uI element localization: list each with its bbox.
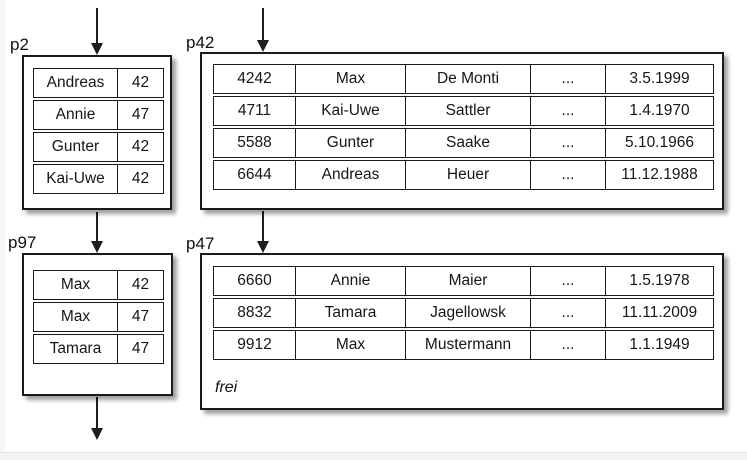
page-box-p47: 6660 Annie Maier ... 1.5.1978 8832 Tamar…	[200, 253, 724, 410]
record-first-cell: Max	[296, 64, 406, 94]
table-row: Max 47	[33, 302, 164, 332]
index-ref-cell: 47	[118, 100, 164, 130]
table-row: 4242 Max De Monti ... 3.5.1999	[213, 64, 714, 94]
page-box-p42: 4242 Max De Monti ... 3.5.1999 4711 Kai-…	[200, 52, 724, 210]
page-label-p42: p42	[186, 33, 215, 52]
record-last-cell: Maier	[406, 266, 531, 296]
table-row: 6660 Annie Maier ... 1.5.1978	[213, 266, 714, 296]
slide-left-edge	[0, 0, 5, 460]
record-table-p42: 4242 Max De Monti ... 3.5.1999 4711 Kai-…	[213, 64, 714, 190]
record-last-cell: Saake	[406, 128, 531, 158]
record-date-cell: 11.12.1988	[606, 160, 714, 190]
table-row: Max 42	[33, 270, 164, 300]
index-key-cell: Gunter	[33, 132, 118, 162]
index-table-p2: Andreas 42 Annie 47 Gunter 42 Kai-Uwe 42	[33, 68, 164, 194]
table-row: Tamara 47	[33, 334, 164, 364]
arrow-shaft	[96, 212, 98, 241]
table-row: Andreas 42	[33, 68, 164, 98]
arrow-head-icon	[257, 40, 269, 52]
arrow-head-icon	[91, 241, 103, 253]
record-first-cell: Max	[296, 330, 406, 360]
arrow-shaft	[96, 397, 98, 428]
index-key-cell: Andreas	[33, 68, 118, 98]
page-label-p47: p47	[186, 234, 215, 253]
record-id-cell: 6660	[213, 266, 296, 296]
arrow-head-icon	[91, 428, 103, 440]
record-ellipsis-cell: ...	[531, 96, 606, 126]
record-last-cell: Jagellowsk	[406, 298, 531, 328]
record-first-cell: Andreas	[296, 160, 406, 190]
record-date-cell: 1.5.1978	[606, 266, 714, 296]
record-ellipsis-cell: ...	[531, 128, 606, 158]
page-box-p2: Andreas 42 Annie 47 Gunter 42 Kai-Uwe 42	[22, 55, 172, 210]
index-ref-cell: 42	[118, 270, 164, 300]
record-id-cell: 5588	[213, 128, 296, 158]
index-ref-cell: 42	[118, 132, 164, 162]
arrow-head-icon	[257, 241, 269, 253]
record-id-cell: 9912	[213, 330, 296, 360]
record-first-cell: Tamara	[296, 298, 406, 328]
free-space-label: frei	[215, 379, 238, 396]
record-id-cell: 8832	[213, 298, 296, 328]
record-date-cell: 1.1.1949	[606, 330, 714, 360]
record-last-cell: Sattler	[406, 96, 531, 126]
record-ellipsis-cell: ...	[531, 160, 606, 190]
record-date-cell: 5.10.1966	[606, 128, 714, 158]
index-key-cell: Tamara	[33, 334, 118, 364]
record-last-cell: Heuer	[406, 160, 531, 190]
record-date-cell: 3.5.1999	[606, 64, 714, 94]
table-row: 4711 Kai-Uwe Sattler ... 1.4.1970	[213, 96, 714, 126]
record-table-p47: 6660 Annie Maier ... 1.5.1978 8832 Tamar…	[213, 266, 714, 360]
index-key-cell: Max	[33, 270, 118, 300]
record-date-cell: 1.4.1970	[606, 96, 714, 126]
page-label-p2: p2	[10, 35, 29, 54]
record-id-cell: 4711	[213, 96, 296, 126]
arrow-head-icon	[91, 43, 103, 55]
index-key-cell: Kai-Uwe	[33, 164, 118, 194]
table-row: 8832 Tamara Jagellowsk ... 11.11.2009	[213, 298, 714, 328]
index-ref-cell: 42	[118, 164, 164, 194]
record-first-cell: Annie	[296, 266, 406, 296]
table-row: Annie 47	[33, 100, 164, 130]
arrow-shaft	[96, 8, 98, 43]
page-box-p97: Max 42 Max 47 Tamara 47	[22, 253, 173, 396]
arrow-shaft	[262, 8, 264, 40]
index-key-cell: Annie	[33, 100, 118, 130]
record-first-cell: Gunter	[296, 128, 406, 158]
table-row: Kai-Uwe 42	[33, 164, 164, 194]
record-ellipsis-cell: ...	[531, 266, 606, 296]
record-id-cell: 4242	[213, 64, 296, 94]
record-date-cell: 11.11.2009	[606, 298, 714, 328]
slide-bottom-edge	[0, 452, 747, 460]
record-ellipsis-cell: ...	[531, 64, 606, 94]
page-label-p97: p97	[8, 233, 37, 252]
record-last-cell: De Monti	[406, 64, 531, 94]
index-table-p97: Max 42 Max 47 Tamara 47	[33, 270, 164, 364]
index-ref-cell: 42	[118, 68, 164, 98]
record-id-cell: 6644	[213, 160, 296, 190]
arrow-shaft	[262, 211, 264, 241]
table-row: 9912 Max Mustermann ... 1.1.1949	[213, 330, 714, 360]
record-last-cell: Mustermann	[406, 330, 531, 360]
record-ellipsis-cell: ...	[531, 298, 606, 328]
index-ref-cell: 47	[118, 302, 164, 332]
index-ref-cell: 47	[118, 334, 164, 364]
table-row: 6644 Andreas Heuer ... 11.12.1988	[213, 160, 714, 190]
record-ellipsis-cell: ...	[531, 330, 606, 360]
record-first-cell: Kai-Uwe	[296, 96, 406, 126]
index-key-cell: Max	[33, 302, 118, 332]
table-row: 5588 Gunter Saake ... 5.10.1966	[213, 128, 714, 158]
table-row: Gunter 42	[33, 132, 164, 162]
